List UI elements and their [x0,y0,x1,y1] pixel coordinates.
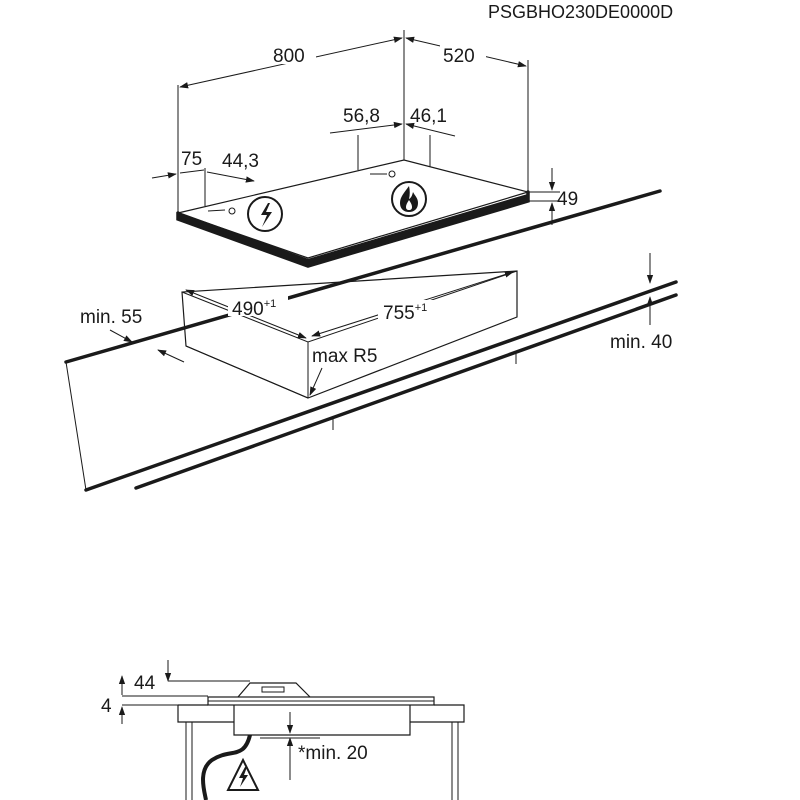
svg-text:44,3: 44,3 [222,151,259,172]
svg-text:46,1: 46,1 [410,106,447,127]
svg-text:4: 4 [101,696,112,717]
svg-text:49: 49 [557,189,578,210]
svg-text:75: 75 [181,149,202,170]
dimension-cutout-depth: 490+1 [185,289,307,339]
drawing-code: PSGBHO230DE0000D [488,2,673,22]
dimension-electric-offsets: 75 44,3 [151,149,259,183]
dimension-gas-offsets: 56,8 46,1 [329,106,456,137]
cutout [181,270,518,399]
svg-text:min. 55: min. 55 [80,307,142,328]
lightning-icon [247,196,283,232]
min-distance-front: min. 55 [80,307,185,363]
svg-text:800: 800 [273,46,305,67]
svg-text:*min. 20: *min. 20 [298,743,368,764]
svg-text:max R5: max R5 [312,346,377,367]
svg-text:44: 44 [134,673,156,694]
dimension-width: 800 [179,36,403,89]
section-view [177,682,465,800]
dimension-min-below: *min. 20 [260,712,368,780]
svg-text:56,8: 56,8 [343,106,380,127]
hob-extension-lines [177,30,560,213]
min-distance-wall: min. 40 [610,253,672,353]
svg-text:520: 520 [443,46,475,67]
svg-text:490+1: 490+1 [232,298,276,320]
warning-triangle-icon [226,757,260,791]
dimension-plate: 4 [101,696,178,724]
svg-text:755+1: 755+1 [383,302,427,324]
dimension-depth: 520 [405,36,527,68]
dimension-section-top: 44 [118,660,250,697]
corner-radius-label: max R5 [309,346,377,396]
hob-details [207,170,396,215]
dimension-cutout-width: 755+1 [311,271,514,337]
flame-icon [391,181,427,217]
svg-text:min. 40: min. 40 [610,332,672,353]
worktop [64,189,678,492]
